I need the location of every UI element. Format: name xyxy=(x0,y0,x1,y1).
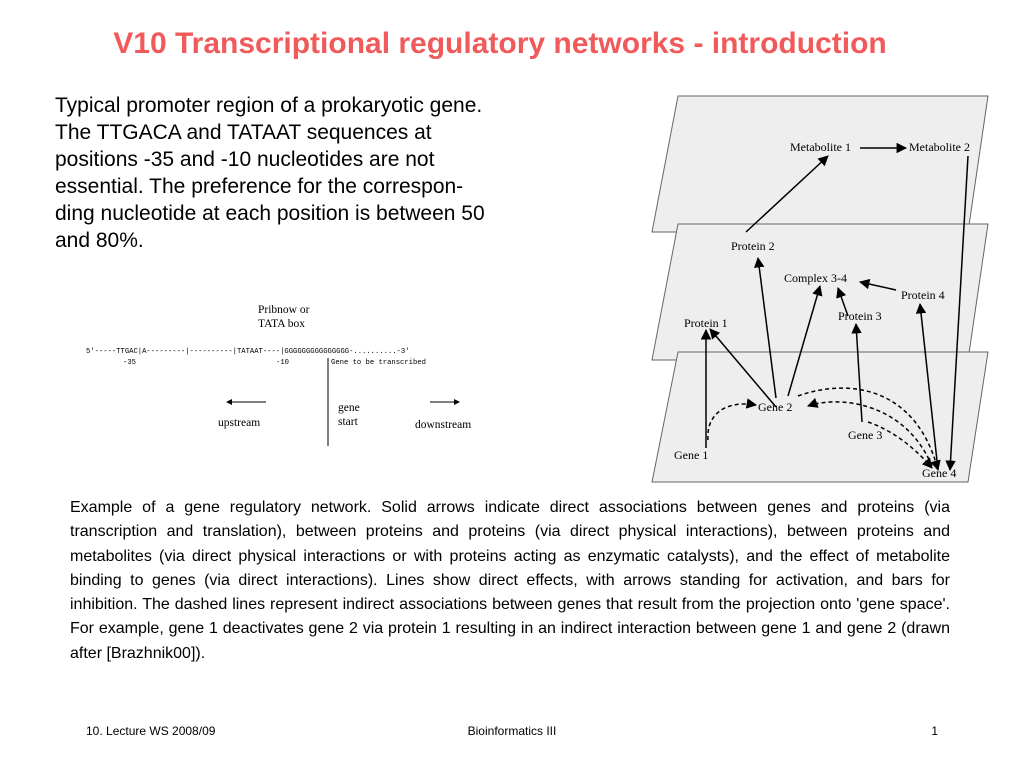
slide-title: V10 Transcriptional regulatory networks … xyxy=(113,27,887,60)
arrow-gene2-protein2 xyxy=(753,256,777,399)
node-protein1: Protein 1 xyxy=(684,316,728,330)
arrow-gene2-complex34 xyxy=(787,284,823,397)
node-metabolite2: Metabolite 2 xyxy=(909,140,970,154)
node-complex34: Complex 3-4 xyxy=(784,271,847,285)
upstream-label: upstream xyxy=(218,417,260,429)
dashed-gene3-gene4 xyxy=(867,421,933,469)
node-gene2: Gene 2 xyxy=(758,400,792,414)
node-protein2: Protein 2 xyxy=(731,239,775,253)
downstream-label: downstream xyxy=(415,419,471,431)
gene-start-label-line1: gene xyxy=(338,402,360,414)
arrow-gene2-protein1 xyxy=(709,328,777,408)
arrow-protein2-metabolite1 xyxy=(745,155,829,233)
dashed-gene4-gene2 xyxy=(807,397,933,467)
arrow-gene4-protein4 xyxy=(915,302,939,471)
arrow-protein3-complex34 xyxy=(836,287,849,317)
node-gene3: Gene 3 xyxy=(848,428,882,442)
footer-page-number: 1 xyxy=(931,724,938,738)
arrow-protein4-complex34 xyxy=(858,278,897,291)
downstream-arrowhead xyxy=(454,399,460,405)
footer-course: Bioinformatics III xyxy=(467,724,557,738)
promoter-sequence: 5'-----TTGAC|A---------|----------|TATAA… xyxy=(86,348,410,356)
gene-to-be-transcribed-label: Gene to be transcribed xyxy=(331,359,426,367)
position-minus-35: -35 xyxy=(123,359,136,367)
pribnow-label-line1: Pribnow or xyxy=(258,304,310,316)
footer-lecture: 10. Lecture WS 2008/09 xyxy=(86,724,216,738)
arrow-gene3-protein3 xyxy=(851,322,863,423)
upstream-arrowhead xyxy=(226,399,232,405)
gene-plane xyxy=(651,351,989,483)
regulatory-network-diagram: Metabolite 1 Metabolite 2 Protein 2 Comp… xyxy=(651,95,989,483)
node-protein3: Protein 3 xyxy=(838,309,882,323)
node-protein4: Protein 4 xyxy=(901,288,945,302)
node-gene4: Gene 4 xyxy=(922,466,956,480)
node-metabolite1: Metabolite 1 xyxy=(790,140,851,154)
pribnow-label-line2: TATA box xyxy=(258,318,305,330)
node-gene1: Gene 1 xyxy=(674,448,708,462)
gene-start-label-line2: start xyxy=(338,416,359,428)
promoter-diagram: Pribnow or TATA box 5'-----TTGAC|A------… xyxy=(86,304,471,446)
figure-caption: Example of a gene regulatory network. So… xyxy=(70,499,950,662)
intro-text: Typical promoter region of a prokaryotic… xyxy=(55,94,485,252)
position-minus-10: -10 xyxy=(276,359,289,367)
arrow-metabolite2-gene4 xyxy=(945,155,969,472)
